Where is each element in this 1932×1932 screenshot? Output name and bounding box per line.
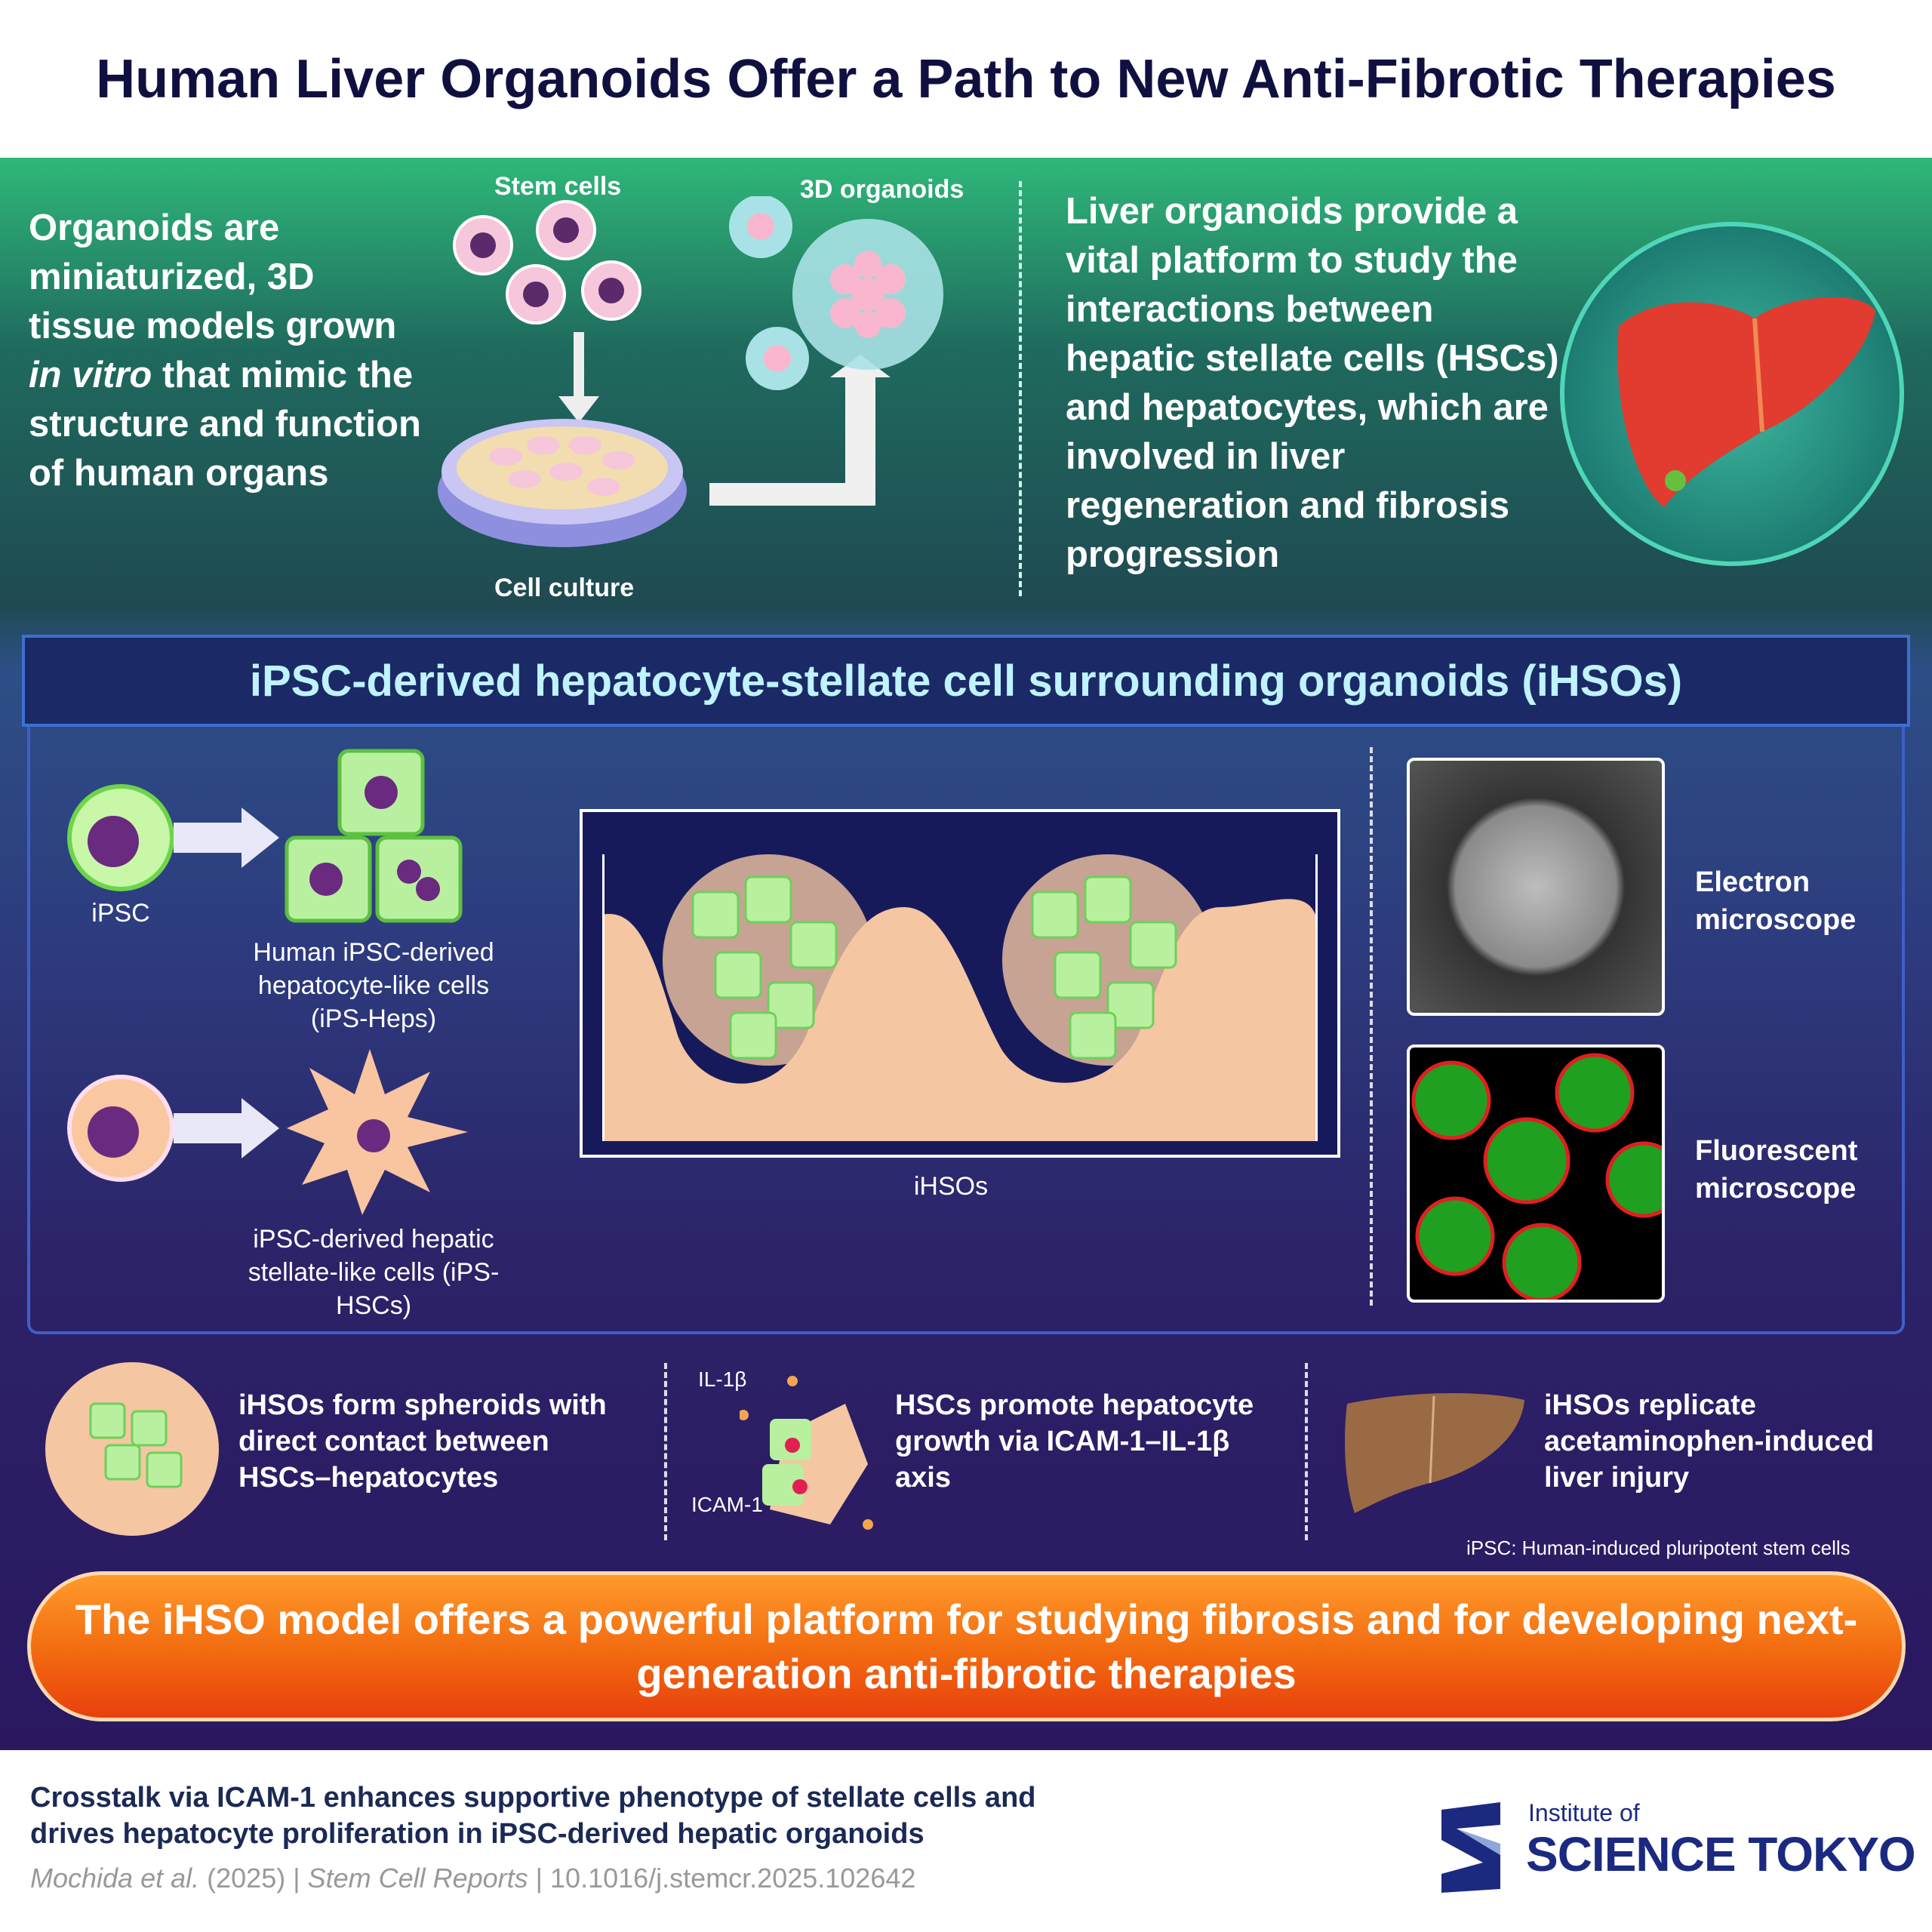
icam1-label: ICAM-1 bbox=[691, 1493, 763, 1516]
3d-organoids-label: 3D organoids bbox=[800, 175, 964, 204]
fluorescent-microscope-image bbox=[1407, 1044, 1665, 1303]
injured-liver-icon bbox=[1345, 1392, 1524, 1513]
cell-culture-label: Cell culture bbox=[494, 574, 635, 602]
ihso-culture-well-illustration bbox=[580, 809, 1340, 1158]
page-title: Human Liver Organoids Offer a Path to Ne… bbox=[0, 0, 1932, 158]
liver-organoid-description: Liver organoids provide a vital platform… bbox=[1066, 191, 1559, 575]
liver-icon bbox=[1560, 222, 1904, 566]
logo-big-text: SCIENCE TOKYO bbox=[1526, 1827, 1916, 1881]
ihsos-label: iHSOs bbox=[913, 1172, 989, 1201]
conclusion-banner: The iHSO model offers a powerful platfor… bbox=[27, 1571, 1906, 1721]
ihso-banner: iPSC-derived hepatocyte-stellate cell su… bbox=[22, 635, 1910, 727]
citation: Mochida et al. (2025) | Stem Cell Report… bbox=[30, 1863, 916, 1894]
ipsc-label: iPSC bbox=[91, 899, 150, 928]
ips-heps-label: Human iPSC-derived hepatocyte-like cells… bbox=[253, 938, 494, 1033]
divider bbox=[1019, 181, 1022, 596]
footer bbox=[0, 1750, 1932, 1932]
ihso-panel bbox=[27, 727, 1905, 1334]
cell-differentiation-illustration bbox=[67, 749, 468, 1215]
spheroid-finding: iHSOs form spheroids with direct contact… bbox=[238, 1389, 607, 1494]
divider bbox=[1305, 1363, 1308, 1540]
paper-title: Crosstalk via ICAM-1 enhances supportive… bbox=[30, 1782, 1036, 1850]
icam-finding: HSCs promote hepatocyte growth via ICAM-… bbox=[895, 1389, 1254, 1494]
divider bbox=[664, 1363, 667, 1540]
organoid-left bbox=[663, 854, 874, 1066]
organoid-formation-illustration bbox=[438, 196, 943, 547]
spheroid-icon bbox=[45, 1362, 219, 1536]
acetaminophen-finding: iHSOs replicate acetaminophen-induced li… bbox=[1544, 1389, 1875, 1494]
stem-cells-label: Stem cells bbox=[494, 172, 622, 201]
electron-microscope-image bbox=[1407, 758, 1665, 1016]
fluorescent-microscope-label: Fluorescent microscope bbox=[1695, 1135, 1858, 1204]
il1b-label: IL-1β bbox=[698, 1367, 747, 1391]
logo-small-text: Institute of bbox=[1528, 1799, 1640, 1826]
icam-il1b-icon bbox=[740, 1376, 873, 1530]
ips-hscs-label: iPSC-derived hepatic stellate-like cells… bbox=[248, 1225, 500, 1320]
organoid-definition: Organoids are miniaturized, 3D tissue mo… bbox=[29, 208, 421, 494]
divider bbox=[1370, 747, 1373, 1306]
organoid-right bbox=[1002, 854, 1214, 1066]
ipsc-footnote: iPSC: Human-induced pluripotent stem cel… bbox=[1466, 1537, 1850, 1559]
electron-microscope-label: Electron microscope bbox=[1695, 866, 1857, 936]
science-tokyo-logo-mark bbox=[1441, 1802, 1500, 1893]
